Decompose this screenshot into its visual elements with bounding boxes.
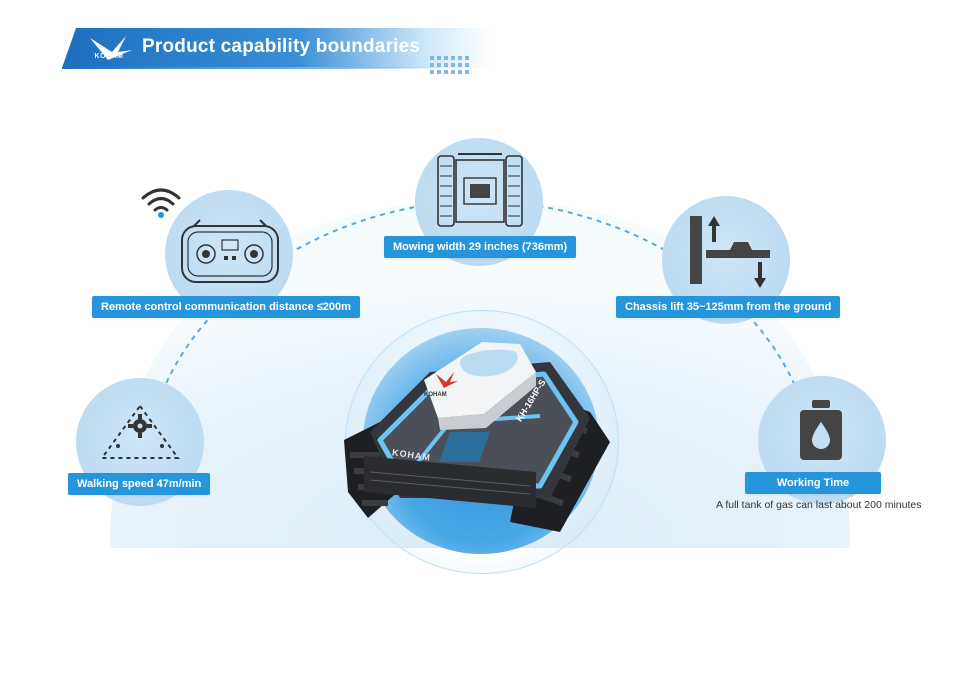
mowing-label: Mowing width 29 inches (736mm) xyxy=(384,236,577,258)
remote-label: Remote control communication distance ≤2… xyxy=(92,296,360,318)
chassis-label: Chassis lift 35~125mm from the ground xyxy=(616,296,841,318)
working-label: Working Time xyxy=(745,472,881,494)
wifi-icon xyxy=(141,188,181,218)
fuel-tank-icon xyxy=(800,400,842,460)
koham-logo-icon xyxy=(90,36,132,60)
header-underline xyxy=(62,67,442,69)
product-cover-brand: KOHAM xyxy=(424,392,447,398)
mower-topview-icon xyxy=(437,153,523,227)
page-title: Product capability boundaries xyxy=(142,36,421,57)
gear-triangle-icon xyxy=(100,404,180,459)
decorative-dots xyxy=(430,56,469,74)
robot-mower-image xyxy=(344,342,610,532)
working-subtext: A full tank of gas can last about 200 mi… xyxy=(716,499,922,511)
chassis-lift-icon xyxy=(690,216,770,288)
walking-label: Walking speed 47m/min xyxy=(68,473,211,495)
header-banner xyxy=(62,28,492,68)
logo-text: KOHAM xyxy=(94,53,124,60)
remote-controller-icon xyxy=(181,219,279,283)
